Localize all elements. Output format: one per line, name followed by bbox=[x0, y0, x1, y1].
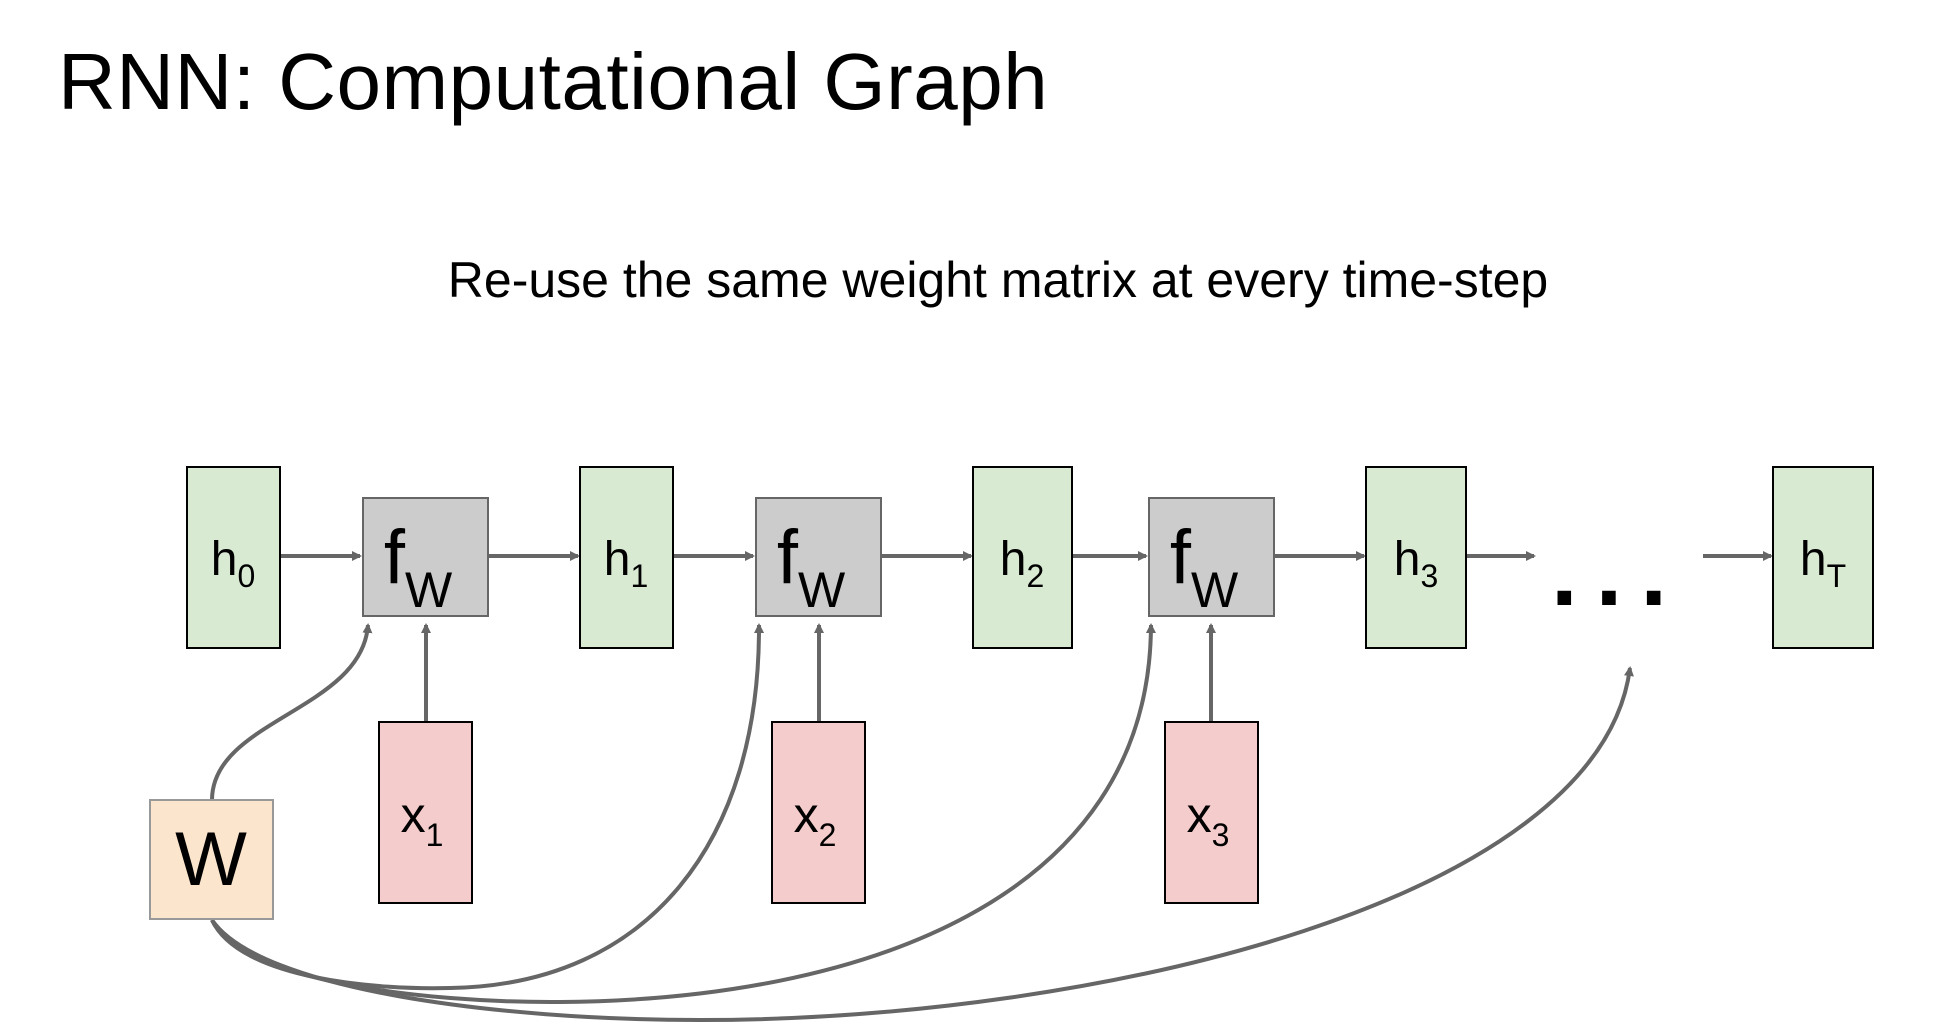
input-x1: x1 bbox=[378, 721, 473, 904]
weight-arrows bbox=[210, 623, 1634, 1023]
svg-text:h1: h1 bbox=[604, 533, 649, 594]
svg-text:hT: hT bbox=[1800, 533, 1846, 594]
weight-w: W bbox=[149, 799, 274, 920]
arrow-w-to-ellipsis bbox=[210, 666, 1634, 1023]
hidden-state-h1: h1 bbox=[579, 466, 674, 649]
input-arrows bbox=[421, 623, 1216, 722]
hidden-state-h0: h0 bbox=[186, 466, 281, 649]
svg-text:W: W bbox=[175, 817, 247, 902]
arrow-w-to-fw2 bbox=[210, 623, 765, 991]
svg-text:h2: h2 bbox=[1000, 533, 1045, 594]
hidden-state-h3: h3 bbox=[1365, 466, 1467, 649]
svg-text:x1: x1 bbox=[401, 787, 444, 853]
hidden-state-hT: hT bbox=[1772, 466, 1874, 649]
sequence-ellipsis: ... bbox=[1551, 519, 1685, 626]
function-fw-3: fW bbox=[1148, 497, 1275, 618]
svg-text:x2: x2 bbox=[794, 787, 837, 853]
svg-text:fW: fW bbox=[1170, 515, 1239, 618]
slide-title: RNN: Computational Graph bbox=[58, 37, 1049, 126]
function-fw-1: fW bbox=[362, 497, 489, 618]
input-x3: x3 bbox=[1164, 721, 1259, 904]
slide-subtitle: Re-use the same weight matrix at every t… bbox=[447, 252, 1549, 308]
svg-text:h0: h0 bbox=[211, 533, 256, 594]
hidden-state-h2: h2 bbox=[972, 466, 1073, 649]
function-fw-2: fW bbox=[755, 497, 882, 618]
arrow-w-to-fw3 bbox=[210, 623, 1156, 1005]
arrow-w-to-fw1 bbox=[210, 623, 373, 801]
input-x2: x2 bbox=[771, 721, 866, 904]
svg-text:fW: fW bbox=[777, 515, 846, 618]
svg-text:fW: fW bbox=[384, 515, 453, 618]
svg-text:h3: h3 bbox=[1394, 533, 1439, 594]
svg-text:x3: x3 bbox=[1187, 787, 1230, 853]
